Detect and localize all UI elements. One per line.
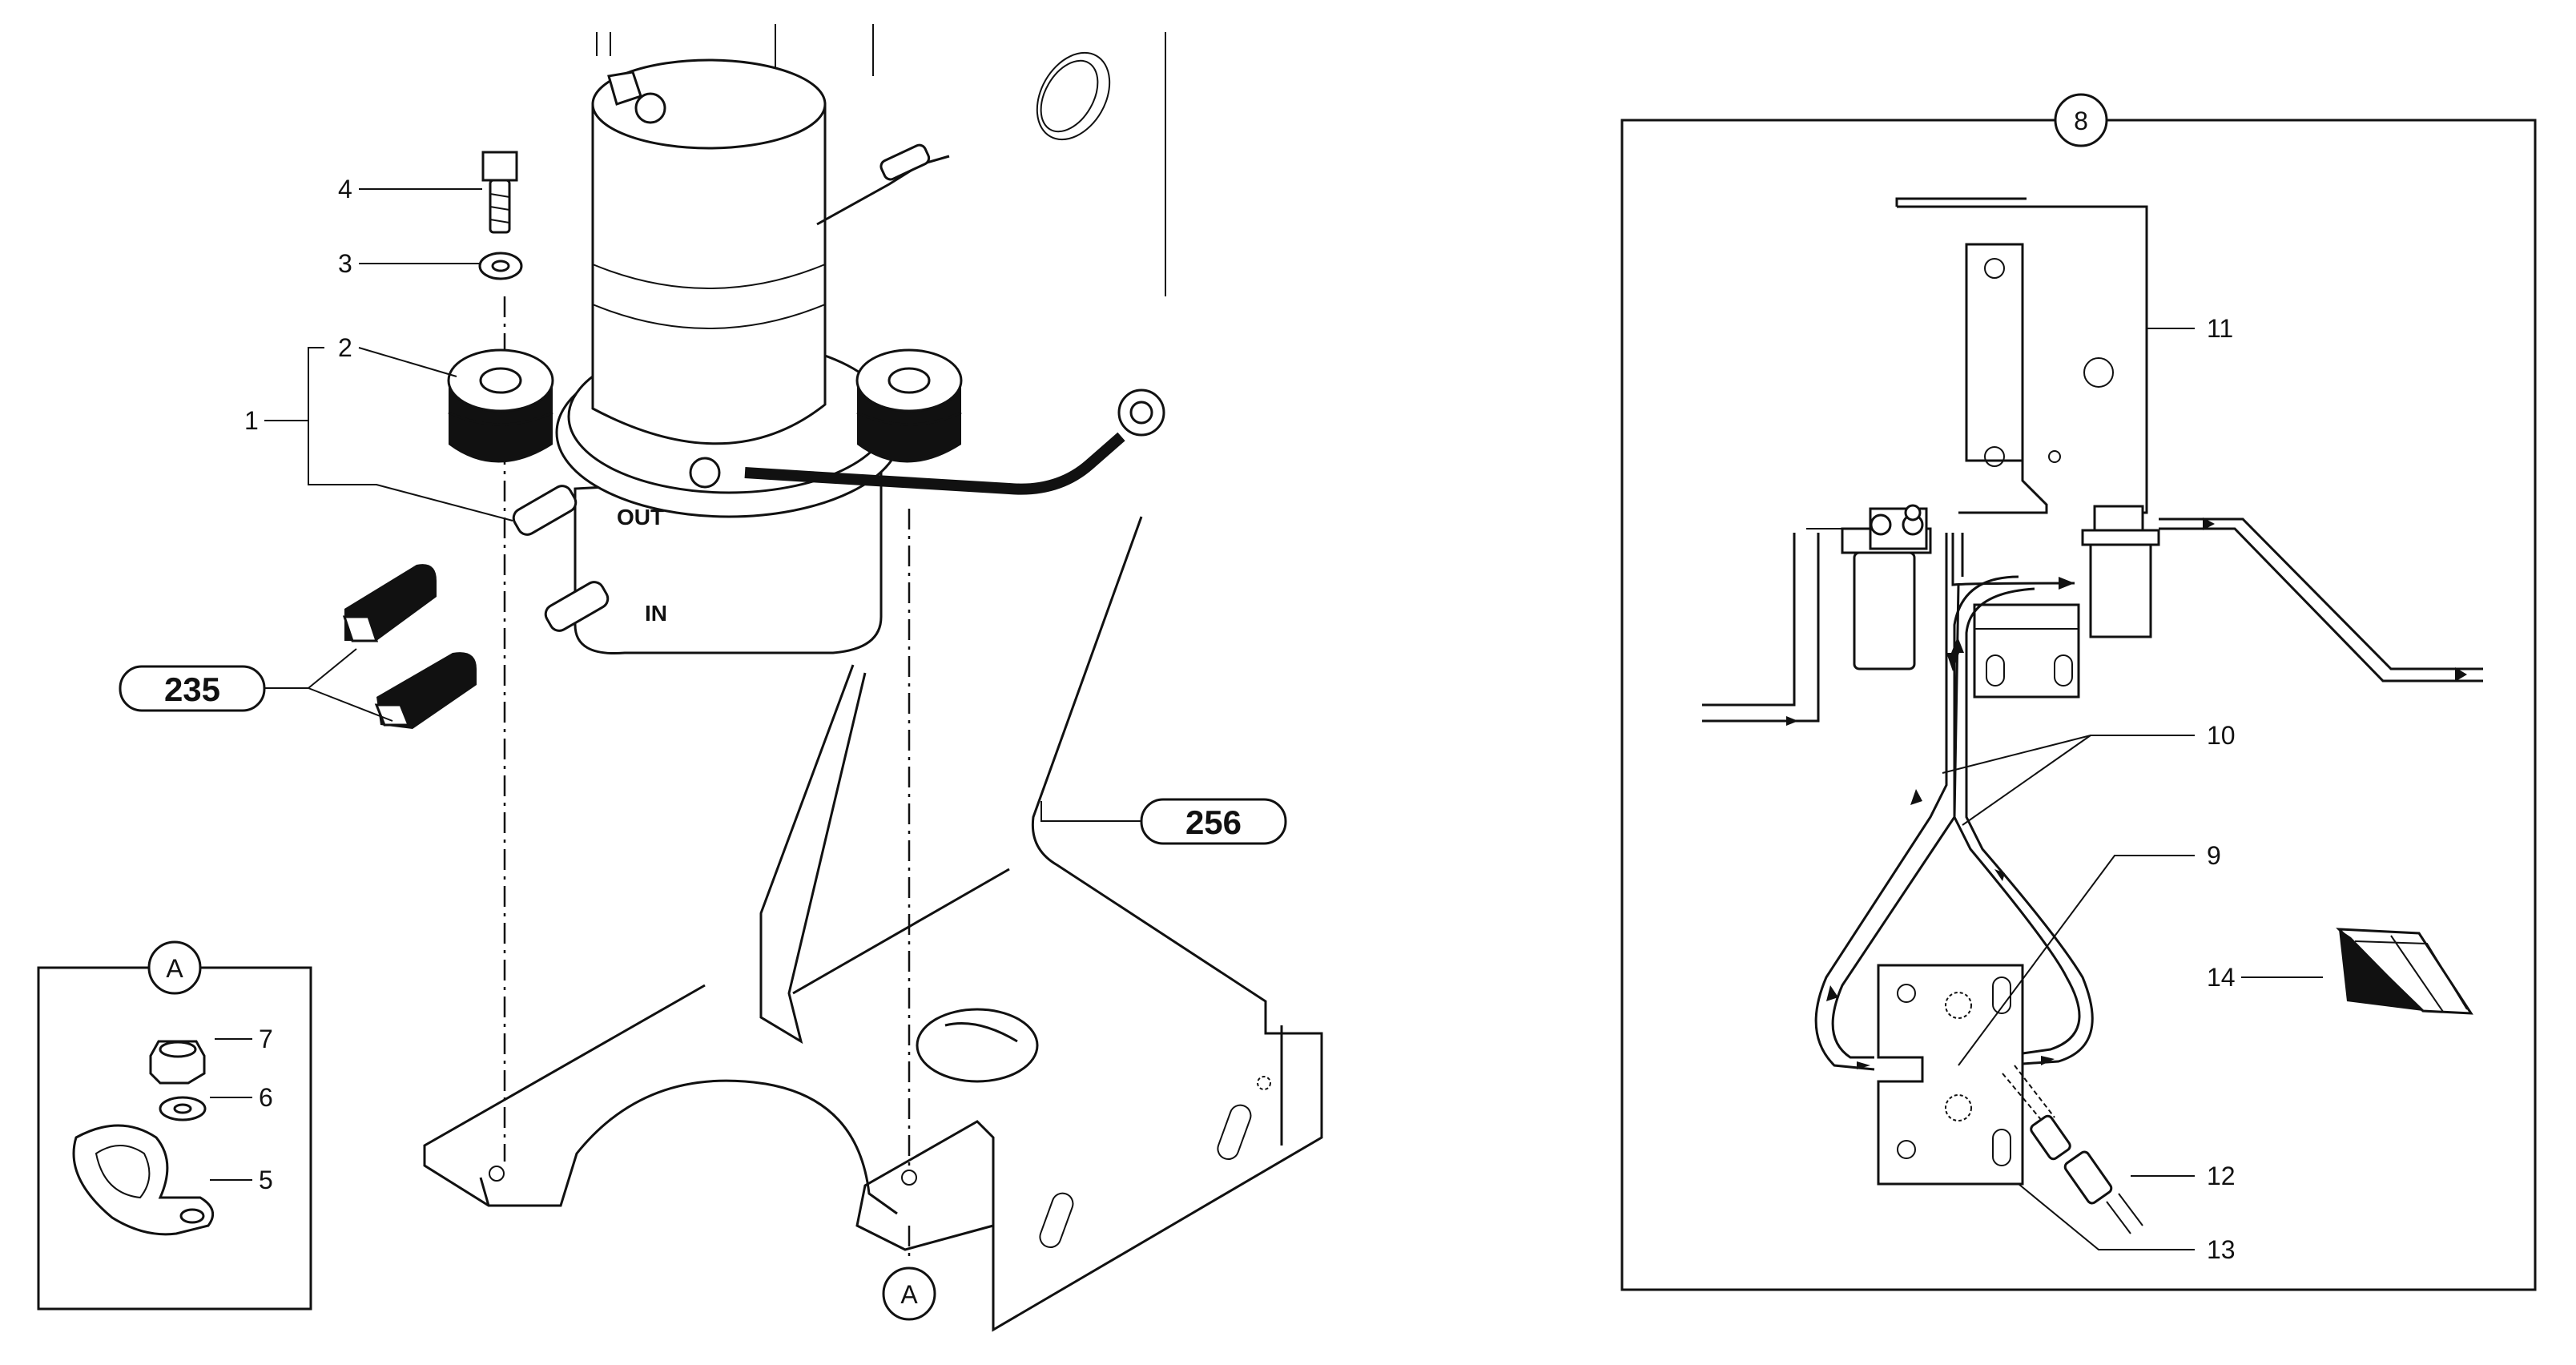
protective-sleeve xyxy=(342,564,477,729)
fuel-pump: OUT IN xyxy=(447,58,1165,655)
detail-marker-a-bottom: A xyxy=(882,1266,936,1321)
callout-leaders-left xyxy=(264,188,1141,822)
ref-box-235: 235 xyxy=(119,665,266,712)
fuel-filter xyxy=(1702,504,1932,726)
clamp-plate xyxy=(1973,603,2080,699)
bolt xyxy=(481,151,518,234)
port-label-in: IN xyxy=(645,601,667,626)
port-label-out: OUT xyxy=(617,505,664,529)
fuel-lines xyxy=(1814,533,2094,1071)
instruction-manual xyxy=(2336,928,2473,1015)
callout-14: 14 xyxy=(2207,963,2236,992)
svg-text:235: 235 xyxy=(164,670,220,708)
callout-7: 7 xyxy=(259,1025,273,1053)
fuel-sensor xyxy=(2081,505,2483,682)
rubber-mount-left xyxy=(447,348,554,463)
callout-13: 13 xyxy=(2207,1235,2236,1264)
sensor-connector xyxy=(2002,1065,2143,1234)
ref-box-256: 256 xyxy=(1140,798,1287,845)
detail-box-a: A xyxy=(37,940,312,1311)
valve-plate xyxy=(1877,964,2024,1186)
callout-12: 12 xyxy=(2207,1162,2236,1190)
callout-11: 11 xyxy=(2207,314,2233,343)
svg-text:A: A xyxy=(166,954,183,983)
callout-3: 3 xyxy=(338,249,352,278)
callout-1: 1 xyxy=(244,406,259,435)
callout-4: 4 xyxy=(338,175,352,203)
rubber-mount-right xyxy=(855,348,963,463)
callout-leaders-right xyxy=(1942,328,2323,1250)
mounting-plate xyxy=(1895,197,2148,514)
callout-9: 9 xyxy=(2207,841,2221,870)
callout-6: 6 xyxy=(259,1083,273,1112)
callout-10: 10 xyxy=(2207,721,2236,750)
callout-2: 2 xyxy=(338,333,352,362)
washer xyxy=(478,252,523,280)
svg-text:A: A xyxy=(900,1280,918,1309)
detail-box-8: 8 xyxy=(1620,93,2537,1291)
callout-8: 8 xyxy=(2074,107,2088,135)
callout-5: 5 xyxy=(259,1166,273,1194)
mounting-bracket xyxy=(423,24,1323,1332)
svg-text:256: 256 xyxy=(1185,803,1242,841)
